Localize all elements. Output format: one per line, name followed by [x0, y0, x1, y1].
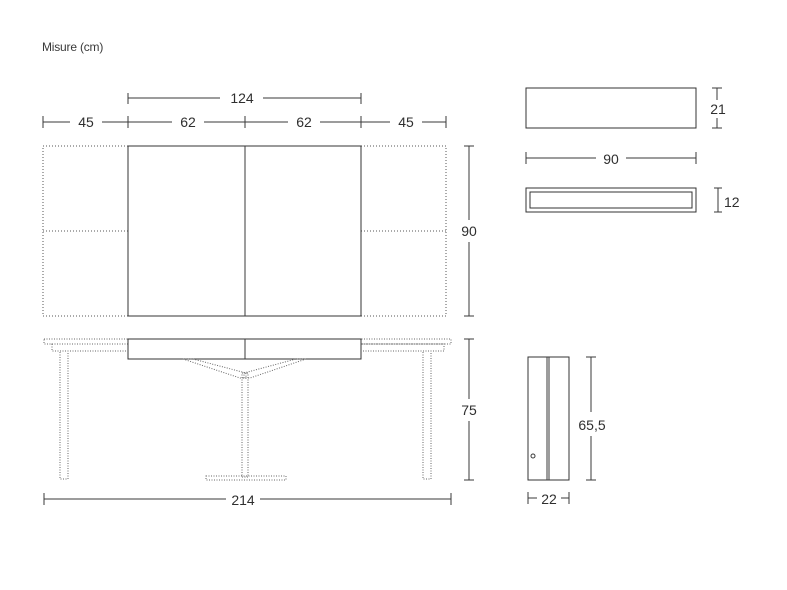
side-cabinet-knob [530, 453, 536, 459]
box-top-inner [529, 191, 693, 209]
dim-124: 124 [127, 90, 362, 106]
dim-height-label: 75 [461, 402, 477, 418]
box-front [525, 87, 697, 129]
front-extension-under-left [51, 343, 129, 352]
front-pedestal-foot [205, 475, 287, 481]
front-pedestal-column [241, 372, 249, 478]
dim-left-wing-label: 45 [78, 114, 94, 130]
left-wing-outline [42, 145, 129, 317]
caption-misure: Misure (cm) [42, 40, 104, 54]
dim-12: 12 [714, 187, 740, 213]
dim-box-depth-label: 12 [724, 194, 740, 210]
dim-65-5: 65,5 [578, 356, 606, 481]
dim-box-height-label: 21 [710, 101, 726, 117]
dim-box-length-label: 90 [603, 151, 619, 167]
dim-side-width-label: 22 [541, 491, 557, 507]
dim-row-top: 45 62 62 45 [42, 114, 447, 130]
dim-90-depth: 90 [461, 145, 477, 317]
dim-right-wing-label: 45 [398, 114, 414, 130]
top-view [42, 145, 447, 317]
front-leg-left [59, 350, 69, 480]
right-wing-outline [360, 145, 447, 317]
dim-214-total: 214 [43, 492, 452, 508]
front-brace-left [182, 358, 247, 379]
front-view [43, 338, 452, 481]
box-front-view [525, 87, 697, 129]
front-extension-under-right [360, 343, 445, 352]
front-brace-right [243, 358, 307, 379]
dim-75-height: 75 [461, 338, 477, 481]
dim-left-panel-label: 62 [180, 114, 196, 130]
dim-21: 21 [710, 87, 726, 129]
dim-right-panel-label: 62 [296, 114, 312, 130]
dim-depth-label: 90 [461, 223, 477, 239]
front-leg-right [422, 350, 432, 480]
dim-90-box: 90 [525, 151, 697, 167]
dim-22: 22 [527, 491, 570, 507]
box-top-view [525, 187, 697, 213]
dim-side-height-label: 65,5 [578, 417, 605, 433]
dim-124-label: 124 [230, 90, 254, 106]
dim-total-label: 214 [231, 492, 255, 508]
side-view [527, 356, 570, 481]
